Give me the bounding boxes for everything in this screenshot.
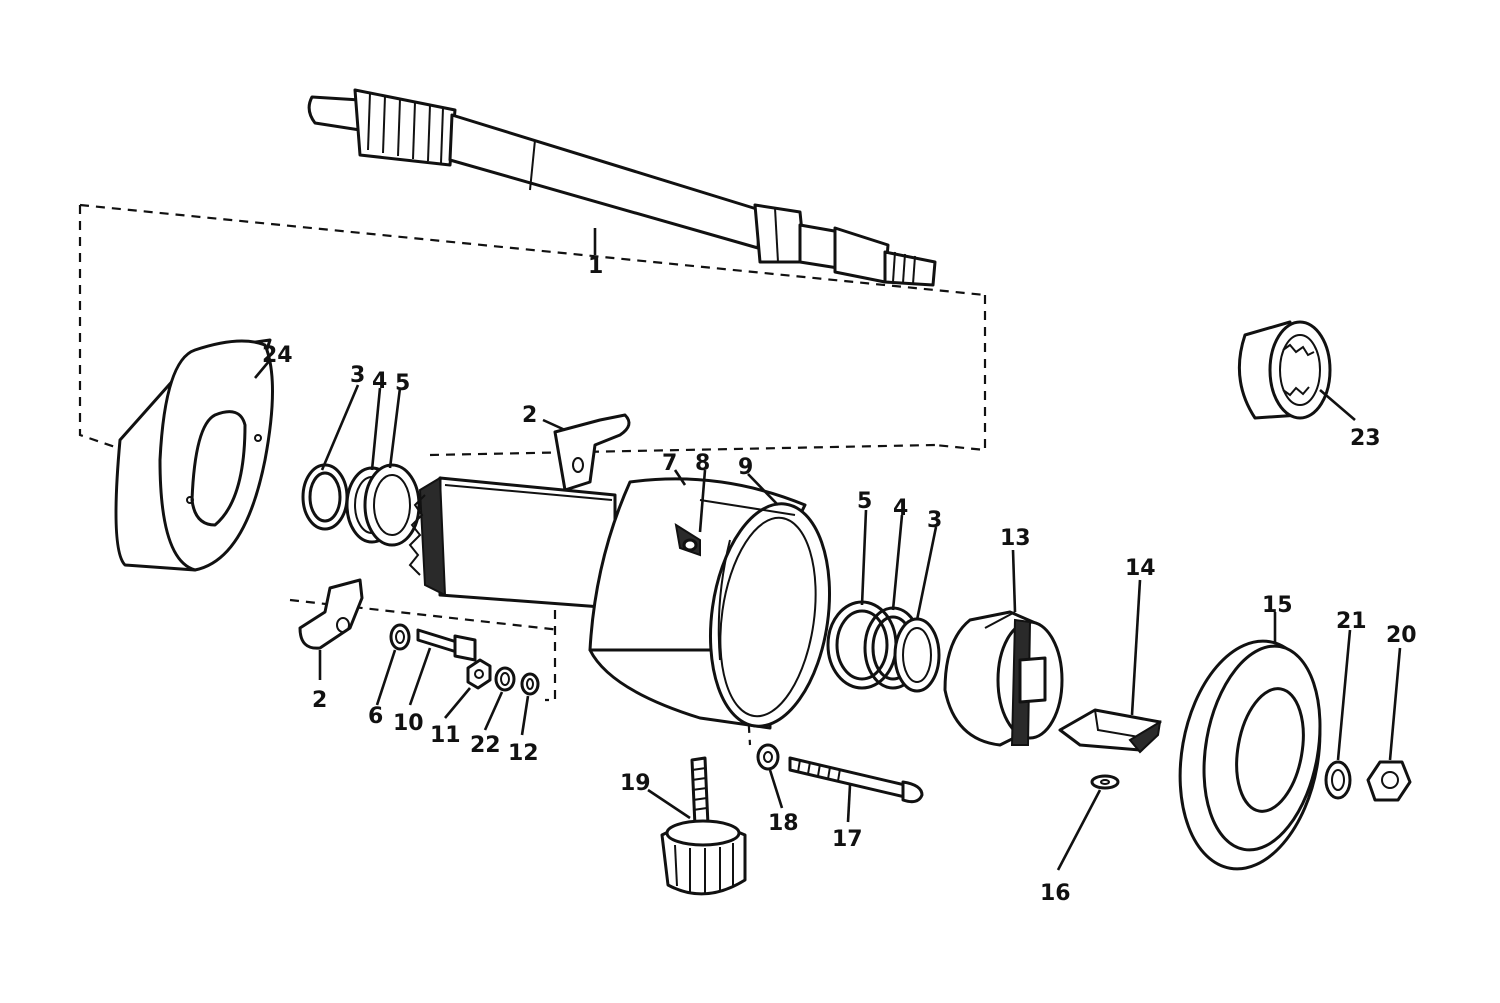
screw-and-washer-group <box>756 743 924 804</box>
callout-3-right: 3 <box>927 508 942 533</box>
washer-12 <box>520 672 540 696</box>
lock-washer-6 <box>389 623 411 651</box>
washer-22 <box>494 666 516 692</box>
callout-6: 6 <box>368 704 383 729</box>
callout-10: 10 <box>393 711 424 736</box>
callout-19: 19 <box>620 771 651 796</box>
spline-coupler-part <box>1237 320 1332 420</box>
nut-11 <box>466 658 492 690</box>
callout-15: 15 <box>1262 593 1293 618</box>
assembly-guide-lines <box>78 203 987 746</box>
washer-and-nut-group <box>1324 760 1412 802</box>
washer-stack-left <box>301 463 421 547</box>
leader-lines <box>254 228 1402 871</box>
callout-5-left: 5 <box>395 371 410 396</box>
callout-22: 22 <box>470 733 501 758</box>
callout-17: 17 <box>832 827 863 852</box>
callout-8: 8 <box>695 451 710 476</box>
callout-5-right: 5 <box>857 489 872 514</box>
outer-housing-part <box>588 477 832 730</box>
callout-9: 9 <box>738 455 753 480</box>
callout-23: 23 <box>1350 426 1381 451</box>
drive-shaft-part <box>307 88 937 287</box>
callout-24: 24 <box>262 343 293 368</box>
callout-labels: 1 2 2 3 4 5 3 4 5 6 7 8 9 10 11 12 13 14… <box>262 254 1417 906</box>
screw-17 <box>788 756 907 799</box>
callout-11: 11 <box>430 723 461 748</box>
callout-16: 16 <box>1040 881 1071 906</box>
callout-12: 12 <box>508 741 539 766</box>
bracket-upper-part <box>553 413 631 492</box>
callout-21: 21 <box>1336 609 1367 634</box>
inner-sleeve-part <box>408 476 617 610</box>
callout-2-lower: 2 <box>312 688 327 713</box>
housing-flange-part <box>114 338 274 572</box>
bearing-cover-part <box>1178 639 1322 871</box>
washer-stack-right <box>826 600 941 693</box>
hex-nut-20 <box>1366 760 1412 802</box>
clutch-dog-part <box>943 610 1064 747</box>
callout-7: 7 <box>662 451 677 476</box>
callout-14: 14 <box>1125 556 1156 581</box>
callout-18: 18 <box>768 811 799 836</box>
washer-21 <box>1324 760 1352 800</box>
bolt-and-washers-group <box>389 623 540 696</box>
callout-2-upper: 2 <box>522 403 537 428</box>
washer-16 <box>1090 774 1120 790</box>
washer-18 <box>756 743 780 771</box>
callout-20: 20 <box>1386 623 1417 648</box>
shift-pin-part <box>1058 708 1162 754</box>
adjustment-knob-part <box>660 756 747 896</box>
callout-4-right: 4 <box>893 496 908 521</box>
callout-13: 13 <box>1000 526 1031 551</box>
callout-1: 1 <box>588 254 603 279</box>
callout-4-left: 4 <box>372 369 387 394</box>
callout-3-left: 3 <box>350 363 365 388</box>
bracket-lower-part <box>298 578 364 650</box>
